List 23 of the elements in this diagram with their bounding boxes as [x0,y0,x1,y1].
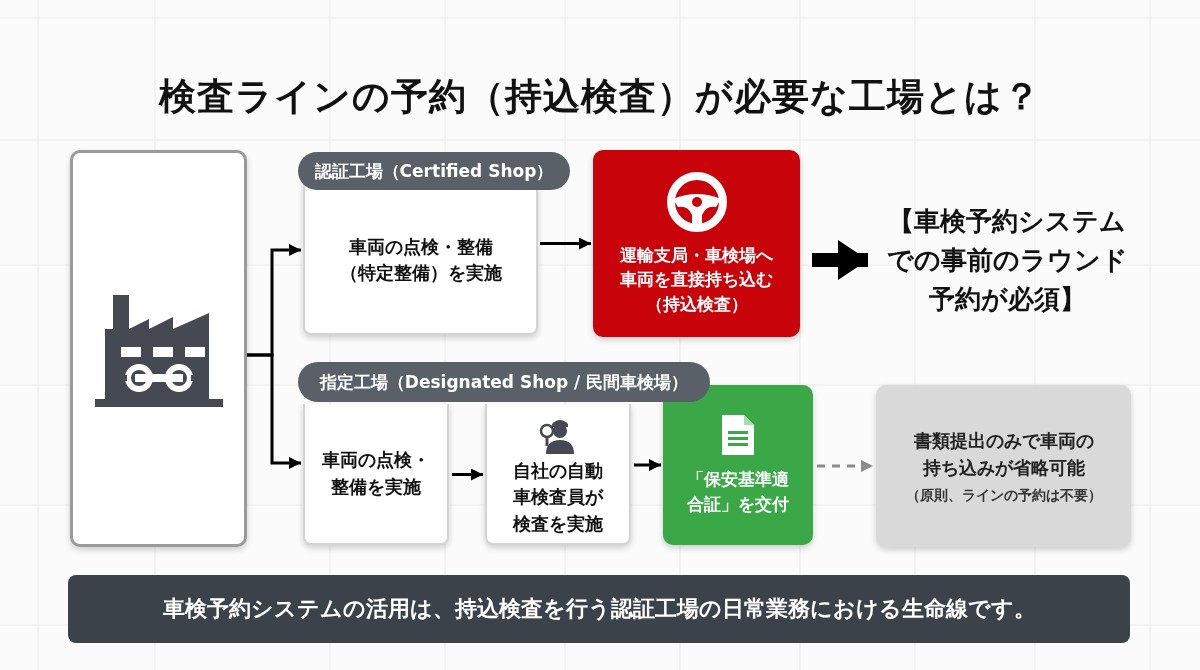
arrow [540,237,591,250]
arrow [634,459,661,471]
box-text: 車両の点検・整備を実施 [321,448,431,499]
process-box [485,404,631,545]
highlight-box [593,150,800,337]
process-box [303,404,449,545]
box-note: （原則、ラインの予約は不要） [905,487,1102,505]
box-text: 書類提出のみで車両の持ち込みが省略可能 [912,429,1095,480]
callout-text: 【車検予約システムでの事前のラウンド予約が必須】 [872,195,1142,325]
arrow [247,353,301,469]
box-text: 自社の自動車検査員が検査を実施 [511,459,605,536]
box-text: 運輸支局・車検場へ車両を直接持ち込む（持込検査） [619,243,774,316]
arrow [817,460,873,472]
box-text: 車両の点検・整備（特定整備）を実施 [338,234,503,285]
note-box [876,385,1131,547]
factory-box [70,150,247,547]
title: 検査ラインの予約（持込検査）が必要な工場とは？ [157,74,1042,120]
box-text: 「保安基準適合証」を交付 [686,468,790,516]
tab-label: 認証工場（Certified Shop） [298,152,570,190]
summary-banner: 車検予約システムの活用は、持込検査を行う認証工場の日常業務における生命線です。 [68,575,1130,643]
arrow [812,240,868,280]
arrow [452,468,483,481]
tab-label: 指定工場（Designated Shop / 民間車検場） [298,362,710,402]
